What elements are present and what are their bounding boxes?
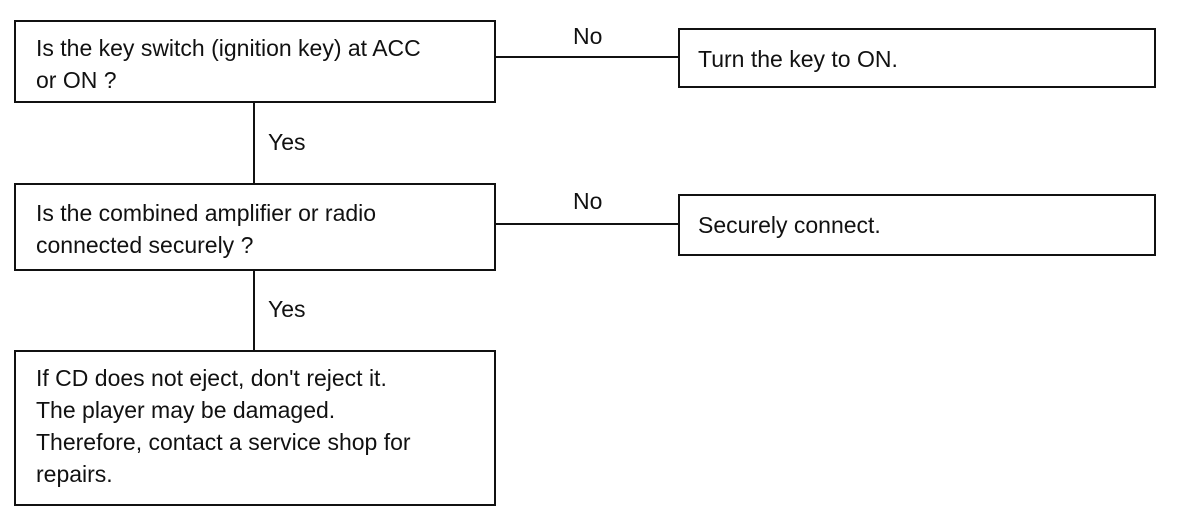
question-amplifier-line-1: Is the combined amplifier or radio (36, 200, 377, 226)
action-securely-connect-text: Securely connect. (698, 212, 881, 238)
question-key-switch-line-2: or ON ? (36, 67, 117, 93)
final-note-line-2: The player may be damaged. (36, 397, 336, 423)
yes-connector-2 (253, 271, 255, 350)
final-note-box: If CD does not eject, don't reject it. T… (14, 350, 496, 506)
action-securely-connect-box: Securely connect. (678, 194, 1156, 256)
question-amplifier-box: Is the combined amplifier or radio conne… (14, 183, 496, 271)
final-note-line-1: If CD does not eject, don't reject it. (36, 365, 387, 391)
no-label-1: No (573, 23, 603, 49)
final-note-line-4: repairs. (36, 461, 113, 487)
action-turn-key-text: Turn the key to ON. (698, 46, 898, 72)
no-connector-2 (496, 223, 678, 225)
yes-connector-1 (253, 103, 255, 183)
action-turn-key-box: Turn the key to ON. (678, 28, 1156, 88)
no-label-2: No (573, 188, 603, 214)
final-note-line-3: Therefore, contact a service shop for (36, 429, 411, 455)
yes-label-1: Yes (268, 129, 306, 155)
question-amplifier-line-2: connected securely ? (36, 232, 254, 258)
no-connector-1 (496, 56, 678, 58)
yes-label-2: Yes (268, 296, 306, 322)
question-key-switch-box: Is the key switch (ignition key) at ACC … (14, 20, 496, 103)
question-key-switch-line-1: Is the key switch (ignition key) at ACC (36, 35, 421, 61)
